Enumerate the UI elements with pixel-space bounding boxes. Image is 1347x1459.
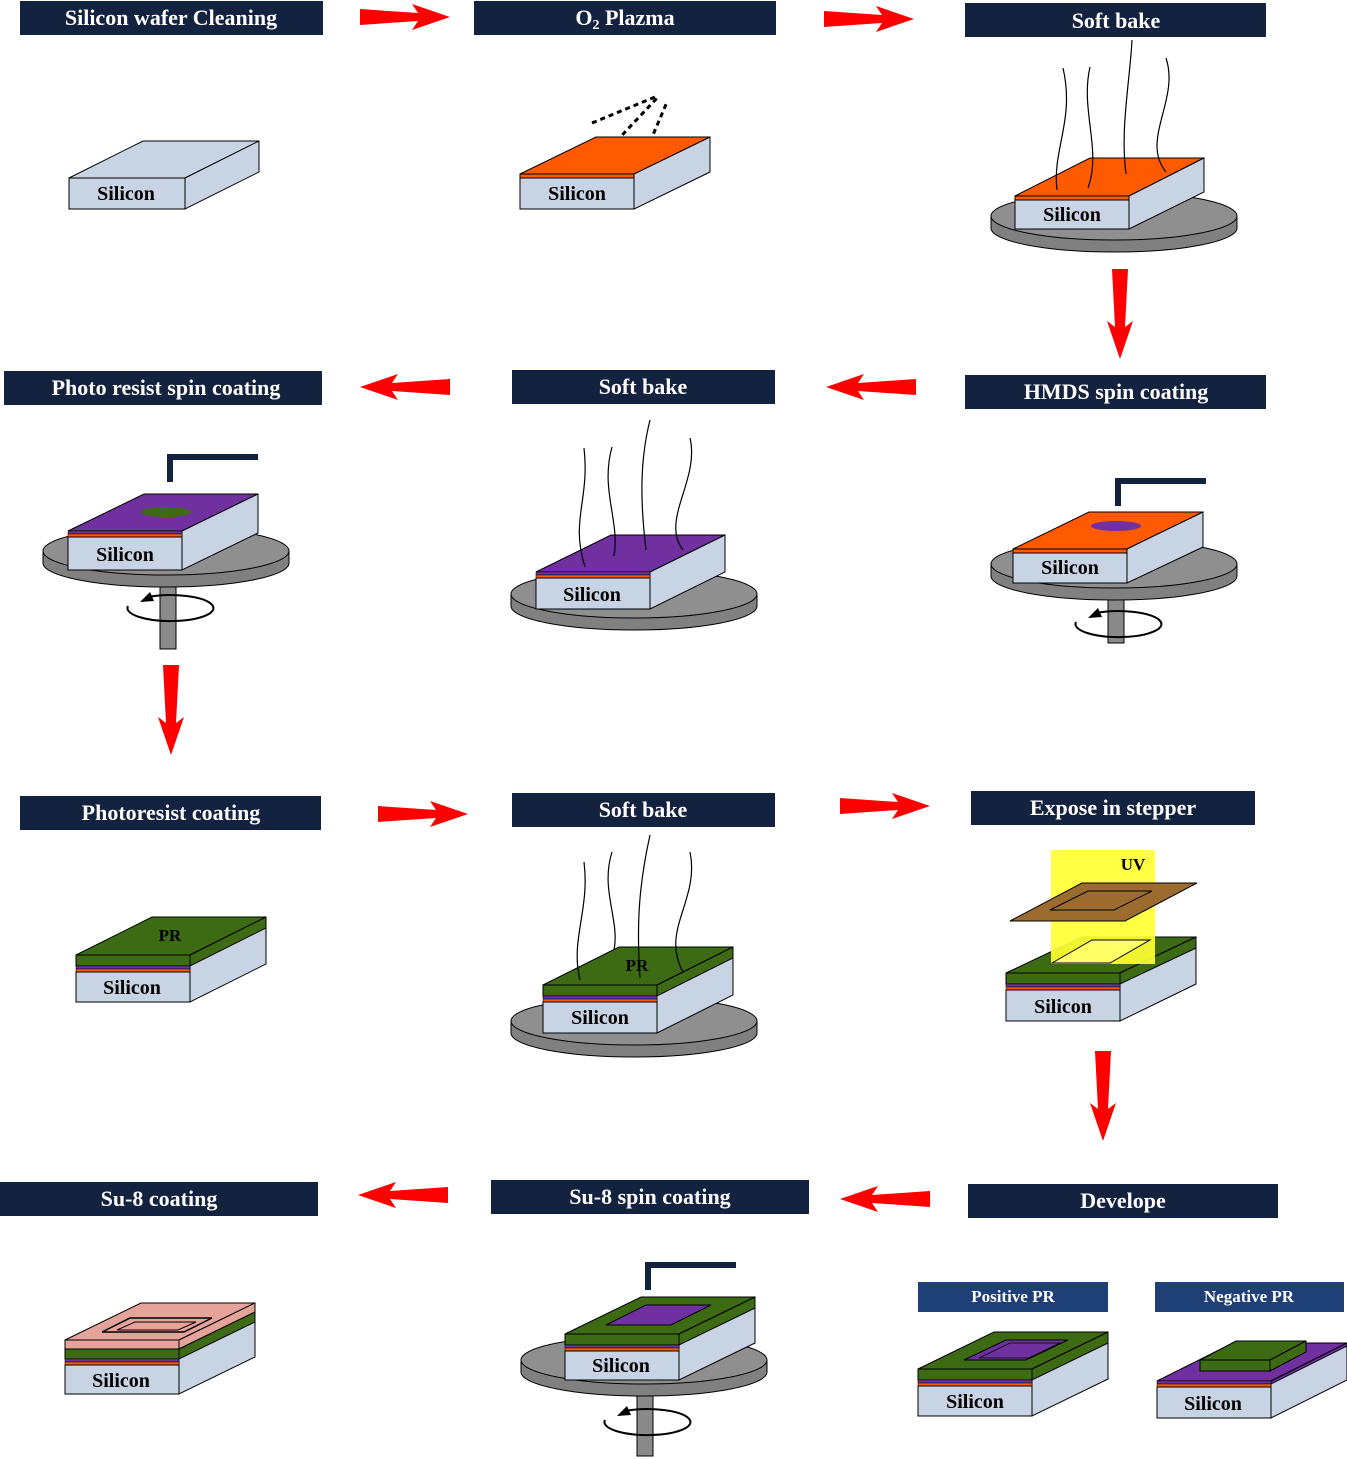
heat-fumes — [1055, 39, 1170, 191]
rotation-arrow-icon — [603, 1406, 692, 1437]
silicon-label: Silicon — [592, 1355, 650, 1377]
silicon-block: Silicon — [67, 493, 259, 571]
flow-arrow-down — [158, 665, 184, 755]
step-title-box — [20, 1, 323, 35]
step-title-box — [512, 370, 775, 404]
step-title-box — [0, 1182, 318, 1216]
sub-title-box — [918, 1282, 1108, 1312]
flow-arrow-down — [1107, 269, 1133, 359]
silicon-label: Silicon — [571, 1007, 629, 1029]
silicon-block: Silicon — [917, 1331, 1109, 1417]
step-title-text: Develope — [1080, 1188, 1166, 1213]
dispenser-nozzle — [1115, 478, 1206, 506]
step-softbake-2: Soft bake Silicon — [510, 370, 775, 631]
flow-arrow-right — [840, 793, 930, 819]
step-title-text: Expose in stepper — [1030, 795, 1196, 820]
hmds-puddle — [1091, 521, 1141, 531]
step-title-text: HMDS spin coating — [1024, 379, 1209, 404]
resist-puddle — [141, 507, 191, 517]
silicon-label: Silicon — [97, 183, 155, 205]
dispenser-nozzle — [167, 454, 258, 482]
sub-title-box — [1155, 1282, 1344, 1312]
silicon-label: Silicon — [1041, 557, 1099, 579]
silicon-block: Silicon — [1012, 511, 1204, 584]
heat-fumes — [578, 419, 693, 568]
step-su8-coating: Su-8 coating Silicon — [0, 1182, 318, 1395]
flow-arrow-right — [824, 6, 914, 32]
step-cleaning: Silicon wafer Cleaning Silicon — [20, 1, 323, 210]
silicon-label: Silicon — [1043, 204, 1101, 226]
silicon-label: Silicon — [92, 1370, 150, 1392]
silicon-label: Silicon — [1184, 1393, 1242, 1415]
step-su8-spin: Su-8 spin coating Silicon — [491, 1180, 809, 1457]
exposed-area — [1050, 939, 1152, 964]
positive-pr-panel: Positive PR Silicon — [917, 1282, 1109, 1417]
flow-arrow-right — [360, 4, 450, 30]
silicon-label: Silicon — [563, 584, 621, 606]
silicon-block: Silicon — [1014, 157, 1205, 230]
step-softbake-1: Soft bake Silicon — [965, 3, 1266, 253]
sub-title-text: Positive PR — [971, 1287, 1055, 1306]
step-title-text: Photoresist coating — [82, 800, 261, 825]
step-hmds: HMDS spin coating Silicon — [965, 375, 1266, 644]
step-title-text: Photo resist spin coating — [52, 375, 281, 400]
sub-title-text: Negative PR — [1204, 1287, 1295, 1306]
negative-pr-panel: Negative PR Silicon — [1155, 1282, 1347, 1419]
silicon-block: PR Silicon — [75, 916, 267, 1003]
pr-pillar — [1199, 1340, 1307, 1372]
step-develope: Develope Positive PR Silicon Negative PR — [917, 1184, 1347, 1419]
silicon-label: Silicon — [103, 977, 161, 999]
silicon-block: PR Silicon — [542, 946, 734, 1034]
step-title-text: Soft bake — [599, 797, 688, 822]
flow-arrow-right — [378, 801, 468, 827]
step-title-text: Soft bake — [1072, 8, 1161, 33]
flow-arrow-left — [358, 1182, 448, 1208]
dispenser-nozzle — [645, 1262, 736, 1290]
step-title-text: Silicon wafer Cleaning — [65, 5, 277, 30]
step-title-box — [4, 371, 322, 405]
step-title-text: Soft bake — [599, 374, 688, 399]
silicon-label: Silicon — [946, 1391, 1004, 1413]
step-title-text: O2 Plazma — [575, 5, 674, 33]
step-pr-coating: Photoresist coating PR Silicon — [20, 796, 321, 1003]
step-title-box — [474, 1, 776, 35]
step-title-box — [20, 796, 321, 830]
silicon-block: Silicon — [1156, 1340, 1347, 1419]
step-title-box — [965, 3, 1266, 37]
silicon-label: Silicon — [548, 183, 606, 205]
flow-arrow-left — [826, 374, 916, 400]
flow-arrow-left — [360, 374, 450, 400]
spindle-shaft — [636, 1391, 654, 1457]
silicon-block: Silicon — [64, 1302, 256, 1395]
pr-label: PR — [626, 956, 649, 975]
step-title-box — [971, 791, 1255, 825]
step-title-box — [968, 1184, 1278, 1218]
step-softbake-3: Soft bake PR Silicon — [510, 793, 775, 1058]
step-pr-spin: Photo resist spin coating Silicon — [4, 371, 322, 650]
flow-arrow-down — [1090, 1051, 1116, 1141]
pr-label: PR — [159, 926, 182, 945]
silicon-block: Silicon — [535, 534, 726, 610]
silicon-label: Silicon — [1034, 996, 1092, 1018]
uv-label: UV — [1121, 855, 1146, 874]
step-title-text: Su-8 spin coating — [569, 1184, 730, 1209]
silicon-block: Silicon — [68, 140, 260, 210]
step-title-text: Su-8 coating — [101, 1186, 218, 1211]
step-title-box — [491, 1180, 809, 1214]
rotation-arrow-icon — [1074, 608, 1163, 639]
silicon-block: Silicon — [519, 136, 711, 210]
silicon-block: Silicon — [564, 1296, 756, 1381]
photomask — [1009, 882, 1198, 922]
silicon-label: Silicon — [96, 544, 154, 566]
heat-fumes — [576, 834, 693, 981]
step-title-box — [512, 793, 775, 827]
step-title-box — [965, 375, 1266, 409]
step-expose: Expose in stepper Silicon UV — [971, 791, 1255, 1022]
flow-arrow-left — [840, 1186, 930, 1212]
step-o2-plasma: O2 Plazma Silicon — [474, 1, 776, 210]
rotation-arrow-icon — [126, 592, 215, 623]
